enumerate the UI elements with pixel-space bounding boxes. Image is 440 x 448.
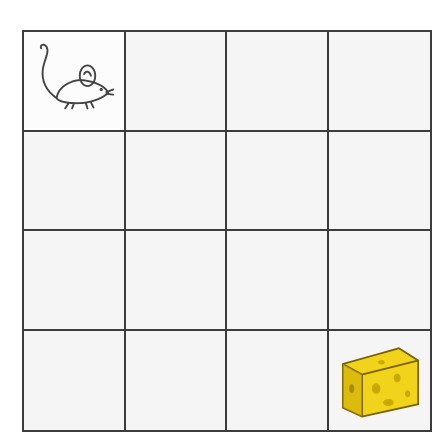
grid-board — [22, 30, 432, 432]
grid-cell-r3-c3[interactable] — [227, 231, 329, 331]
grid-cell-r2-c3[interactable] — [227, 132, 329, 232]
grid-cell-r3-c2[interactable] — [126, 231, 228, 331]
grid-cell-r3-c4[interactable] — [329, 231, 431, 331]
grid-cell-r4-c1[interactable] — [24, 331, 126, 431]
grid-cell-r1-c4[interactable] — [329, 32, 431, 132]
grid-cell-r4-c2[interactable] — [126, 331, 228, 431]
cheese-icon — [335, 336, 424, 424]
grid-cell-r2-c1[interactable] — [24, 132, 126, 232]
grid-cell-r1-c2[interactable] — [126, 32, 228, 132]
mouse-icon — [30, 38, 118, 124]
grid-cell-r1-c1[interactable] — [24, 32, 126, 132]
grid-cell-r2-c4[interactable] — [329, 132, 431, 232]
grid-cell-r4-c4[interactable] — [329, 331, 431, 431]
grid-cell-r3-c1[interactable] — [24, 231, 126, 331]
grid-cell-r1-c3[interactable] — [227, 32, 329, 132]
grid-cell-r4-c3[interactable] — [227, 331, 329, 431]
grid-cell-r2-c2[interactable] — [126, 132, 228, 232]
